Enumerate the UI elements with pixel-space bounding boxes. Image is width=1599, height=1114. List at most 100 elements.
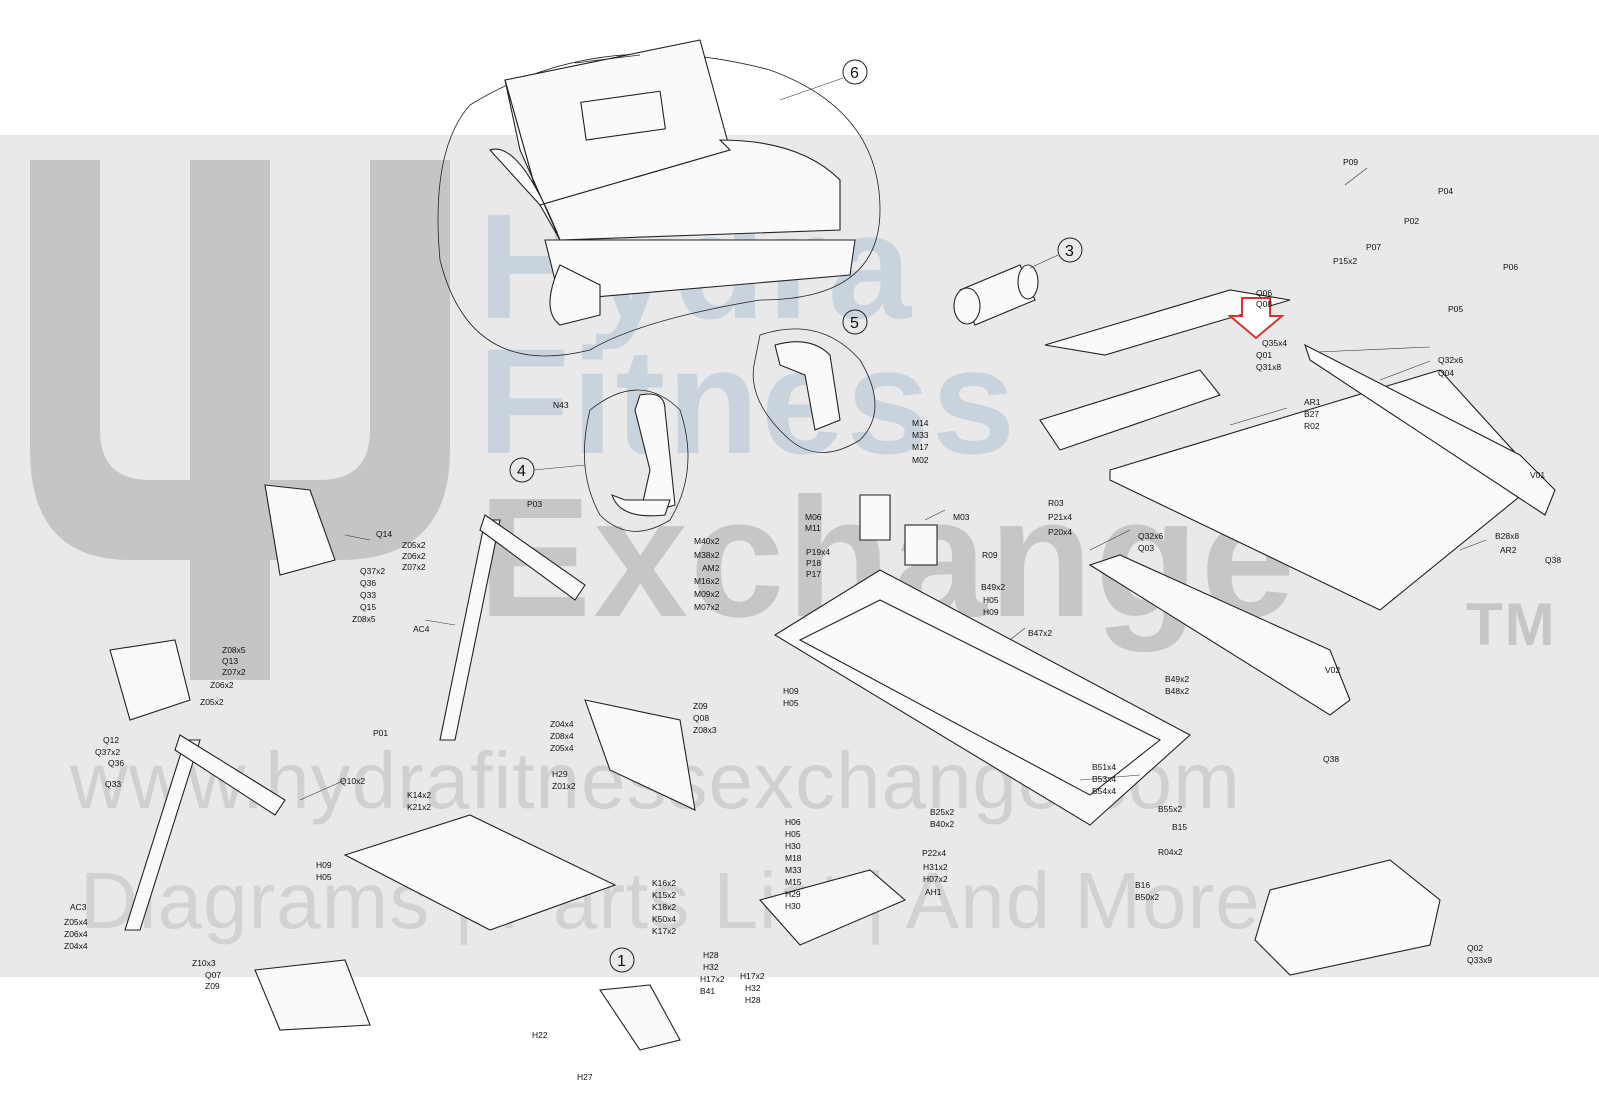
assembly-4-outline xyxy=(583,389,689,532)
label-B53x4: B53x4 xyxy=(1092,774,1116,784)
label-Q10x2: Q10x2 xyxy=(340,776,365,786)
label-Z08x4: Z08x4 xyxy=(550,731,574,741)
label-Q31x8: Q31x8 xyxy=(1256,362,1281,372)
label-P04: P04 xyxy=(1438,186,1453,196)
label-AR2: AR2 xyxy=(1500,545,1517,555)
label-B47x2: B47x2 xyxy=(1028,628,1052,638)
label-K18x2: K18x2 xyxy=(652,902,676,912)
assembly-6-outline xyxy=(437,53,881,357)
label-Z05x2-top: Z05x2 xyxy=(402,540,426,550)
label-P05: P05 xyxy=(1448,304,1463,314)
label-K17x2: K17x2 xyxy=(652,926,676,936)
label-Q33-left: Q33 xyxy=(105,779,121,789)
label-Q07: Q07 xyxy=(205,970,221,980)
watermark-line-2: Fitness xyxy=(478,317,1018,485)
label-H32-a: H32 xyxy=(703,962,719,972)
label-Q35x4: Q35x4 xyxy=(1262,338,1287,348)
label-Q06: Q06 xyxy=(1256,288,1272,298)
label-Q12: Q12 xyxy=(103,735,119,745)
label-P20x4: P20x4 xyxy=(1048,527,1072,537)
label-B49x2-top: B49x2 xyxy=(981,582,1005,592)
label-H31x2: H31x2 xyxy=(923,862,948,872)
assembly-5-badge xyxy=(842,309,868,335)
label-Z05x4-left: Z05x4 xyxy=(64,917,88,927)
label-B55x2: B55x2 xyxy=(1158,804,1182,814)
label-P18: P18 xyxy=(806,558,821,568)
label-AM2: AM2 xyxy=(702,563,720,573)
label-Z04x4-left: Z04x4 xyxy=(64,941,88,951)
label-M33-low: M33 xyxy=(785,865,802,875)
watermark-trademark: TM xyxy=(1466,591,1557,658)
label-Z07x2-top: Z07x2 xyxy=(402,562,426,572)
label-M06: M06 xyxy=(805,512,822,522)
label-H28-a: H28 xyxy=(703,950,719,960)
label-H32-b: H32 xyxy=(745,983,761,993)
label-R09: R09 xyxy=(982,550,998,560)
label-V01: V01 xyxy=(1530,470,1545,480)
label-P22x4: P22x4 xyxy=(922,848,946,858)
label-P15x2: P15x2 xyxy=(1333,256,1357,266)
label-Q08-mid: Q08 xyxy=(693,713,709,723)
label-Q13: Q13 xyxy=(222,656,238,666)
label-K21x2: K21x2 xyxy=(407,802,431,812)
label-H05-mid: H05 xyxy=(783,698,799,708)
label-Q08: Q08 xyxy=(1256,299,1272,309)
label-V02: V02 xyxy=(1325,665,1340,675)
label-Z08x5-left: Z08x5 xyxy=(222,645,246,655)
label-P09: P09 xyxy=(1343,157,1358,167)
label-B48x2: B48x2 xyxy=(1165,686,1189,696)
label-Z04x4-mid: Z04x4 xyxy=(550,719,574,729)
label-H28-b: H28 xyxy=(745,995,761,1005)
label-B49x2-bottom: B49x2 xyxy=(1165,674,1189,684)
label-B28x8: B28x8 xyxy=(1495,531,1519,541)
label-K50x4: K50x4 xyxy=(652,914,676,924)
label-Q14: Q14 xyxy=(376,529,392,539)
upright-assembly xyxy=(109,484,696,1031)
label-Z10x3: Z10x3 xyxy=(192,958,216,968)
label-Z06x2-left: Z06x2 xyxy=(210,680,234,690)
label-B16: B16 xyxy=(1135,880,1150,890)
label-Q32x6-top: Q32x6 xyxy=(1438,355,1463,365)
assembly-1-number: 1 xyxy=(617,953,626,970)
label-Z05x4-mid: Z05x4 xyxy=(550,743,574,753)
label-M15: M15 xyxy=(785,877,802,887)
assembly-4-number: 4 xyxy=(517,463,526,480)
label-M09x2: M09x2 xyxy=(694,589,720,599)
label-M11: M11 xyxy=(805,523,821,533)
label-M02: M02 xyxy=(912,455,929,465)
label-H29-low: H29 xyxy=(785,889,801,899)
assembly-5-outline xyxy=(752,328,876,453)
label-M07x2: M07x2 xyxy=(694,602,720,612)
label-H06: H06 xyxy=(785,817,801,827)
label-AH1: AH1 xyxy=(925,887,942,897)
label-Q36-left: Q36 xyxy=(108,758,124,768)
label-N43: N43 xyxy=(553,400,569,410)
watermark-tagline: Diagrams | Parts List | And More xyxy=(80,856,1261,945)
label-H09-top: H09 xyxy=(983,607,999,617)
motor-assembly xyxy=(953,264,1039,326)
label-P07: P07 xyxy=(1366,242,1381,252)
label-M33: M33 xyxy=(912,430,929,440)
label-Q32x6-mid: Q32x6 xyxy=(1138,531,1163,541)
label-H30-b: H30 xyxy=(785,901,801,911)
label-M16x2: M16x2 xyxy=(694,576,720,586)
label-Q04: Q04 xyxy=(1438,368,1454,378)
label-H07x2: H07x2 xyxy=(923,874,948,884)
label-K16x2: K16x2 xyxy=(652,878,676,888)
label-B15: B15 xyxy=(1172,822,1187,832)
label-B51x4: B51x4 xyxy=(1092,762,1116,772)
label-R02: R02 xyxy=(1304,421,1320,431)
label-Z09-mid: Z09 xyxy=(693,701,708,711)
label-AR1: AR1 xyxy=(1304,397,1321,407)
label-Q03: Q03 xyxy=(1138,543,1154,553)
label-Q33x9: Q33x9 xyxy=(1467,955,1492,965)
label-R04x2: R04x2 xyxy=(1158,847,1183,857)
label-Z01x2: Z01x2 xyxy=(552,781,576,791)
label-M03: M03 xyxy=(953,512,970,522)
label-Z09-left: Z09 xyxy=(205,981,220,991)
assembly-3-number: 3 xyxy=(1065,243,1074,260)
highlight-arrow-icon xyxy=(1227,297,1285,340)
label-M14: M14 xyxy=(912,418,929,428)
assembly-5-number: 5 xyxy=(850,315,859,332)
